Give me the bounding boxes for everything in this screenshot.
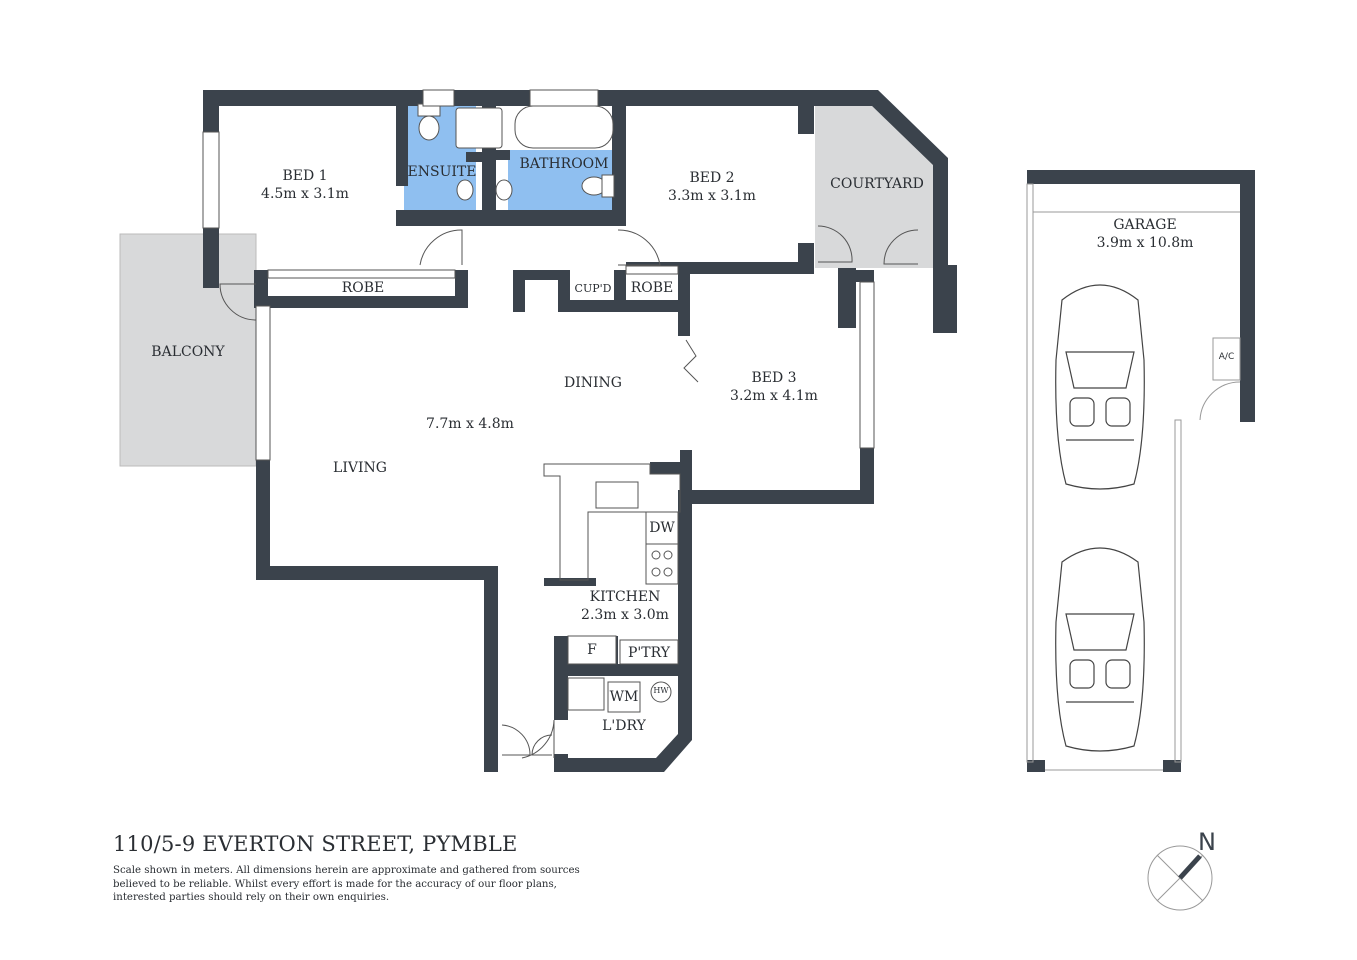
label-fridge: F — [587, 642, 597, 658]
room-name: GARAGE — [1113, 217, 1177, 233]
courtyard-area — [815, 100, 935, 268]
label-washing-machine: WM — [609, 689, 639, 705]
room-size: 3.2m x 4.1m — [730, 387, 818, 404]
fixtures — [202, 89, 919, 759]
label-air-conditioner: A/C — [1218, 352, 1235, 362]
room-size: 3.9m x 10.8m — [1096, 234, 1194, 251]
room-pantry: P'TRY — [628, 645, 670, 661]
room-size: 2.3m x 3.0m — [581, 606, 669, 623]
car-icon — [1055, 547, 1145, 752]
room-name: BED 3 — [751, 370, 797, 386]
walls — [203, 90, 1255, 772]
room-dining: DINING — [564, 375, 622, 391]
room-name: KITCHEN — [589, 589, 661, 605]
room-robe-2: ROBE — [630, 280, 674, 296]
room-garage: GARAGE 3.9m x 10.8m — [1080, 217, 1210, 252]
room-balcony: BALCONY — [151, 344, 225, 360]
label-hot-water: HW — [653, 686, 669, 695]
compass-icon — [1147, 845, 1213, 911]
room-laundry: L'DRY — [602, 718, 646, 734]
room-bathroom: BATHROOM — [519, 156, 609, 172]
room-size: 3.3m x 3.1m — [668, 187, 756, 204]
label-dishwasher: DW — [649, 520, 675, 536]
room-courtyard: COURTYARD — [830, 176, 924, 192]
room-name: BED 1 — [282, 168, 328, 184]
room-living: LIVING — [333, 460, 387, 476]
balcony-area — [119, 233, 257, 467]
property-address: 110/5-9 EVERTON STREET, PYMBLE — [113, 832, 518, 856]
room-size: 4.5m x 3.1m — [261, 185, 349, 202]
room-ensuite: ENSUITE — [407, 164, 477, 180]
room-name: BED 2 — [689, 170, 735, 186]
garage-lightweight-walls — [1026, 183, 1241, 771]
disclaimer: Scale shown in meters. All dimensions he… — [113, 865, 580, 903]
room-bed3: BED 3 3.2m x 4.1m — [714, 370, 834, 405]
room-bed1: BED 1 4.5m x 3.1m — [245, 168, 365, 203]
north-label: N — [1198, 828, 1216, 856]
car-icon — [1055, 284, 1145, 490]
room-kitchen: KITCHEN 2.3m x 3.0m — [560, 589, 690, 624]
room-cupboard: CUP'D — [574, 282, 612, 295]
room-robe-1: ROBE — [341, 280, 385, 296]
room-bed2: BED 2 3.3m x 3.1m — [652, 170, 772, 205]
living-size: 7.7m x 4.8m — [426, 416, 514, 432]
